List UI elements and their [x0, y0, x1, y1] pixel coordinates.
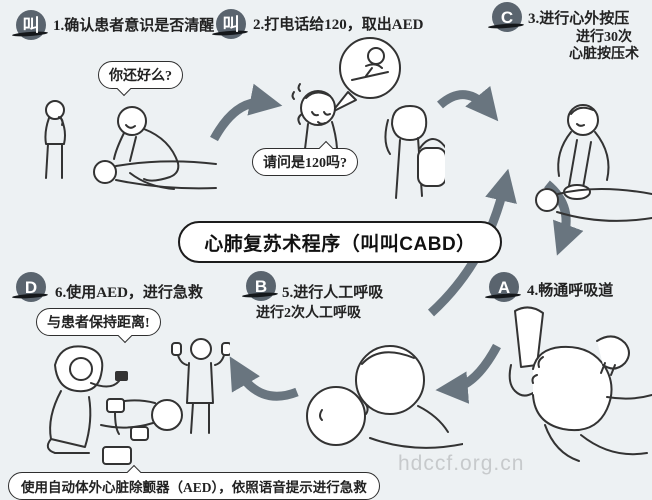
arrow-step2-to-step3 [437, 85, 499, 122]
diagram-title: 心肺复苏术程序（叫叫CABD） [178, 221, 502, 263]
illustration-check-consciousness [44, 100, 217, 190]
step3-note: 进行30次心脏按压术 [569, 30, 639, 62]
watermark-text: hdccf.org.cn [398, 452, 525, 475]
step5-note: 进行2次人工呼吸 [256, 306, 361, 321]
step5-badge-b-icon: B [246, 271, 276, 301]
illustration-chest-compressions [535, 104, 652, 222]
illustration-use-aed [46, 338, 230, 465]
step6-badge-d-icon: D [16, 272, 46, 302]
step6-speech-bubble: 与患者保持距离! [36, 308, 161, 336]
step5-label: 5.进行人工呼吸 [282, 285, 384, 301]
illustration-call-120 [291, 37, 445, 199]
step6-label: 6.使用AED，进行急救 [55, 285, 203, 301]
illustration-open-airway [508, 306, 652, 462]
step2-label: 2.打电话给120，取出AED [253, 17, 424, 33]
step2-speech-bubble: 请问是120吗? [252, 148, 358, 176]
step3-label: 3.进行心外按压 [528, 11, 630, 27]
step1-speech-bubble: 你还好么? [98, 61, 183, 89]
step4-badge-a-icon: A [489, 272, 519, 302]
step1-label: 1.确认患者意识是否清醒 [53, 18, 215, 34]
step3-badge-c-icon: C [492, 2, 522, 32]
step2-badge-jiao-icon: 叫 [216, 9, 246, 39]
illustration-rescue-breathing [306, 345, 463, 449]
step1-badge-jiao-icon: 叫 [16, 10, 46, 40]
arrow-step3-to-step4 [544, 180, 584, 256]
step4-label: 4.畅通呼吸道 [527, 283, 614, 299]
footer-aed-instruction-bubble: 使用自动体外心脏除颤器（AED），依照语音提示进行急救 [8, 472, 380, 500]
arrow-step5-to-step6 [229, 356, 299, 401]
arrow-step4-to-step5 [435, 343, 501, 404]
arrow-step1-to-step2 [210, 83, 283, 142]
